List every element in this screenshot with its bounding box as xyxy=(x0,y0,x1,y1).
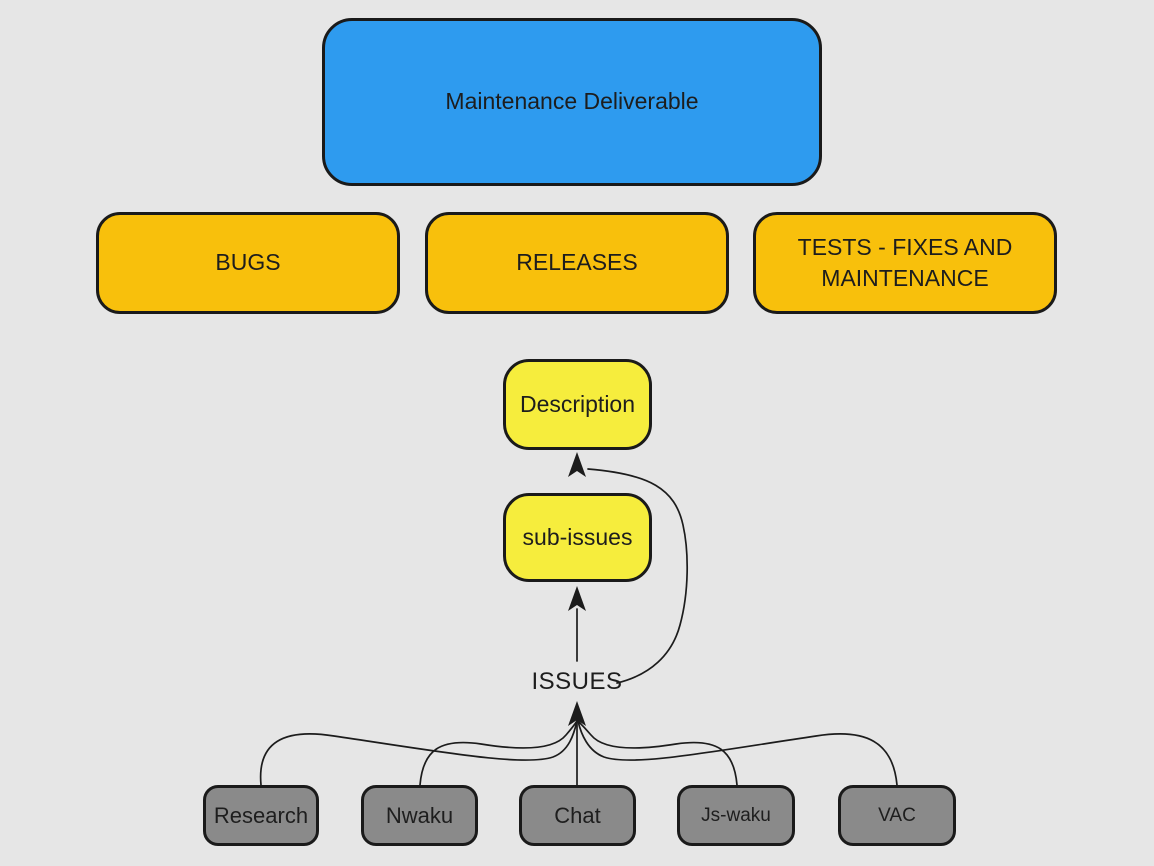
node-nwaku: Nwaku xyxy=(361,785,478,846)
node-chat-label: Chat xyxy=(554,802,601,828)
node-sub-issues: sub-issues xyxy=(503,493,652,582)
node-js-waku: Js-waku xyxy=(677,785,795,846)
node-description: Description xyxy=(503,359,652,450)
node-maintenance-deliverable-label: Maintenance Deliverable xyxy=(445,88,699,115)
node-bugs-label: BUGS xyxy=(215,249,281,276)
edge-jswaku-issues xyxy=(577,720,738,786)
edge-issues-description xyxy=(587,468,689,684)
node-maintenance-deliverable: Maintenance Deliverable xyxy=(322,18,822,186)
arrowhead-description xyxy=(568,452,586,477)
node-releases: RELEASES xyxy=(425,212,729,314)
node-nwaku-label: Nwaku xyxy=(385,802,454,828)
node-research-label: Research xyxy=(213,802,309,828)
node-bugs: BUGS xyxy=(96,212,400,314)
node-research: Research xyxy=(203,785,319,846)
node-sub-issues-label: sub-issues xyxy=(522,523,633,550)
arrowhead-issues xyxy=(568,701,586,726)
node-js-waku-label: Js-waku xyxy=(701,804,771,826)
edge-research-issues xyxy=(259,720,578,786)
node-vac: VAC xyxy=(838,785,956,846)
node-tests-fixes-maintenance-label: TESTS - FIXES AND MAINTENANCE xyxy=(797,233,1013,291)
node-tests-fixes-maintenance: TESTS - FIXES AND MAINTENANCE xyxy=(753,212,1057,314)
node-vac-label: VAC xyxy=(878,804,916,826)
edge-vac-issues xyxy=(577,720,898,786)
edge-nwaku-issues xyxy=(419,720,578,786)
arrowhead-subissues xyxy=(568,586,586,611)
node-issues-label: ISSUES xyxy=(531,668,623,695)
node-releases-label: RELEASES xyxy=(516,249,638,276)
node-chat: Chat xyxy=(519,785,636,846)
node-description-label: Description xyxy=(519,390,636,417)
